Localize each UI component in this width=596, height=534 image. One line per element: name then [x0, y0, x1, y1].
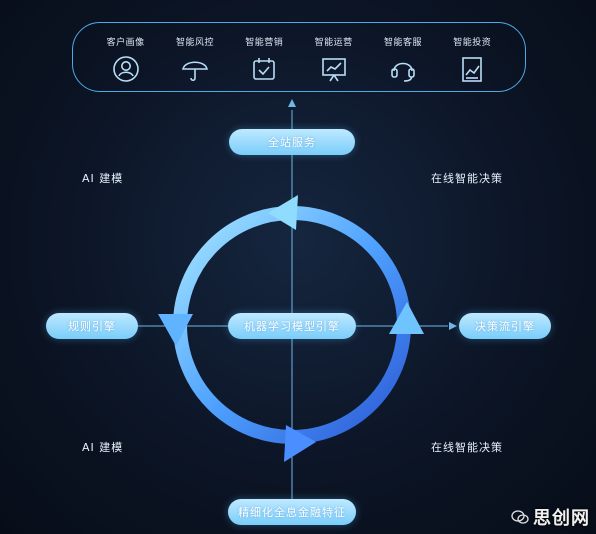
service-label: 客户画像 [106, 38, 145, 48]
service-label: 智能运营 [314, 38, 353, 48]
axis-arrow-right [449, 322, 457, 330]
pill-ml-engine[interactable]: 机器学习模型引擎 [228, 313, 356, 339]
corner-label-top-right: 在线智能决策 [431, 172, 503, 185]
corner-label-bottom-left: AI 建模 [82, 441, 124, 454]
service-customer-portrait[interactable]: 客户画像 [95, 35, 157, 84]
service-label: 智能投资 [453, 38, 492, 48]
pill-label: 精细化全息金融特征 [238, 506, 346, 519]
axis-arrow-up [288, 99, 296, 107]
ring-arrow-top [268, 195, 298, 230]
pill-label: 机器学习模型引擎 [244, 320, 340, 333]
service-label: 智能风控 [175, 38, 214, 48]
wechat-icon [511, 510, 529, 524]
service-label: 智能营销 [245, 38, 284, 48]
calendar-check-icon [253, 58, 276, 80]
pill-financial-features[interactable]: 精细化全息金融特征 [228, 499, 356, 525]
services-panel: 客户画像 智能风控 智能营销 智能运营 智能客服 [72, 22, 526, 92]
service-marketing[interactable]: 智能营销 [233, 35, 295, 84]
watermark-text: 思创网 [533, 508, 590, 529]
ring-arrow-right [389, 302, 424, 334]
service-investment[interactable]: 智能投资 [441, 35, 503, 84]
user-portrait-icon [112, 56, 139, 82]
pill-label: 规则引擎 [68, 320, 116, 333]
corner-label-top-left: AI 建模 [82, 172, 124, 185]
watermark: 思创网 [511, 504, 590, 530]
ring-arrow-left [158, 314, 193, 346]
pill-label: 决策流引擎 [475, 320, 535, 333]
service-risk-control[interactable]: 智能风控 [164, 35, 226, 84]
service-operations[interactable]: 智能运营 [303, 35, 365, 84]
service-label: 智能客服 [383, 38, 422, 48]
pill-rule-engine[interactable]: 规则引擎 [46, 313, 138, 339]
corner-label-bottom-right: 在线智能决策 [431, 441, 503, 454]
service-customer-service[interactable]: 智能客服 [372, 35, 434, 84]
invest-chart-icon [462, 57, 483, 82]
pill-site-service[interactable]: 全站服务 [229, 129, 355, 155]
pill-label: 全站服务 [268, 136, 316, 149]
umbrella-icon [181, 61, 208, 82]
pill-decision-flow[interactable]: 决策流引擎 [459, 313, 551, 339]
headset-icon [391, 62, 415, 82]
ring-arrow-bottom [284, 425, 316, 462]
presentation-chart-icon [321, 58, 346, 82]
